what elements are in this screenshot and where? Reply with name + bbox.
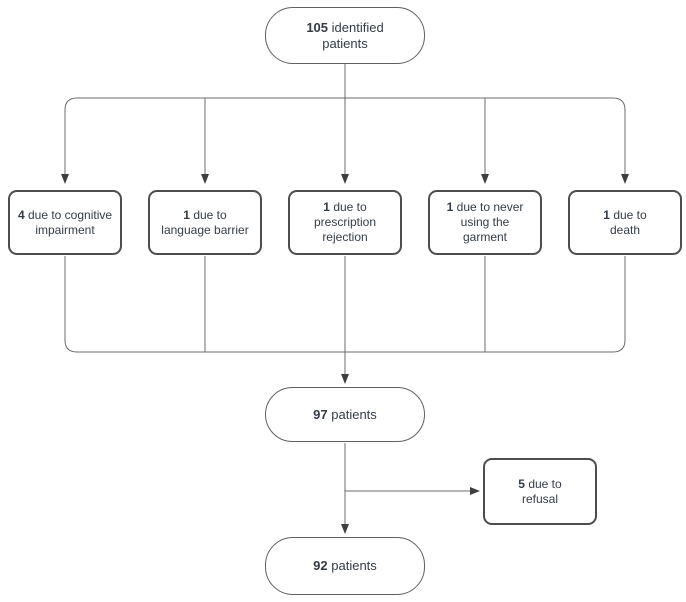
node-exclusion-prescription-rejection: 1 due to prescription rejection: [288, 190, 402, 255]
garment-count: 1: [446, 200, 454, 214]
node-exclusion-cognitive-text: 4 due to cognitive impairment: [17, 208, 113, 238]
node-exclusion-garment-text: 1 due to never using the garment: [442, 200, 528, 245]
end-count: 92: [313, 558, 328, 573]
language-label: due to language barrier: [161, 207, 249, 237]
node-92-patients: 92 patients: [265, 537, 425, 595]
node-exclusion-refusal-text: 5 due to refusal: [509, 477, 571, 507]
node-identified-patients: 105 identified patients: [265, 7, 425, 64]
node-92-patients-text: 92 patients: [313, 558, 377, 574]
node-exclusion-cognitive-impairment: 4 due to cognitive impairment: [8, 190, 122, 255]
node-exclusion-death-text: 1 due to death: [594, 208, 656, 238]
node-exclusion-refusal: 5 due to refusal: [483, 458, 597, 525]
death-count: 1: [603, 207, 610, 222]
node-exclusion-language-text: 1 due to language barrier: [157, 208, 253, 238]
node-exclusion-never-using-garment: 1 due to never using the garment: [428, 190, 542, 255]
refusal-count: 5: [518, 476, 525, 491]
mid-label: patients: [331, 406, 377, 422]
identified-label: identified patients: [322, 19, 384, 51]
death-label: due to death: [609, 207, 647, 237]
refusal-label: due to refusal: [521, 476, 562, 506]
node-identified-patients-text: 105 identified patients: [295, 20, 395, 52]
cognitive-label: due to cognitive impairment: [27, 207, 113, 237]
prescription-count: 1: [323, 200, 330, 214]
node-exclusion-death: 1 due to death: [568, 190, 682, 255]
node-97-patients-text: 97 patients: [313, 407, 377, 423]
mid-count: 97: [313, 406, 328, 422]
node-exclusion-prescription-text: 1 due to prescription rejection: [297, 200, 393, 245]
garment-label: due to never using the garment: [456, 200, 524, 244]
identified-count: 105: [306, 19, 329, 35]
prescription-label: due to prescription rejection: [313, 200, 377, 244]
language-count: 1: [183, 207, 190, 222]
node-97-patients: 97 patients: [265, 387, 425, 442]
cognitive-count: 4: [17, 207, 25, 222]
end-label: patients: [331, 558, 377, 573]
node-exclusion-language-barrier: 1 due to language barrier: [148, 190, 262, 255]
